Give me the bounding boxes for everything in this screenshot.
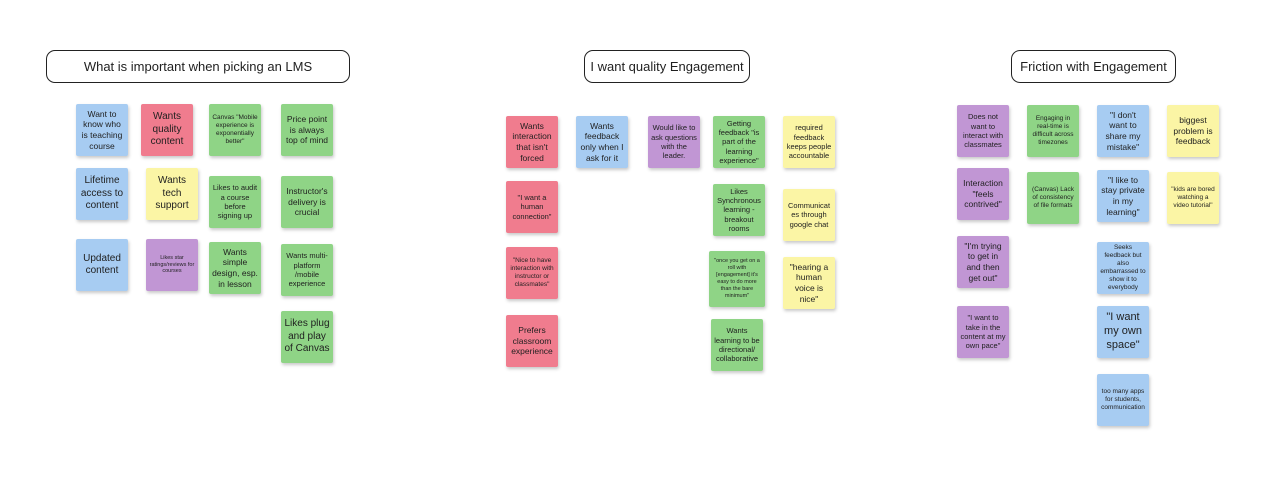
sticky-note[interactable]: Wants interaction that isn't forced [506,116,558,168]
cluster-header-engagement[interactable]: I want quality Engagement [584,50,750,83]
sticky-note[interactable]: Wants learning to be directional/ collab… [711,319,763,371]
sticky-note[interactable]: "I like to stay private in my learning" [1097,170,1149,222]
sticky-note[interactable]: "I want to take in the content at my own… [957,306,1009,358]
sticky-note[interactable]: Wants feedback only when I ask for it [576,116,628,168]
cluster-header-label: Friction with Engagement [1020,59,1167,74]
sticky-note[interactable]: biggest problem is feedback [1167,105,1219,157]
sticky-note[interactable]: Wants tech support [146,168,198,220]
sticky-note[interactable]: "kids are bored watching a video tutoria… [1167,172,1219,224]
sticky-note[interactable]: too many apps for students, communicatio… [1097,374,1149,426]
sticky-note[interactable]: "once you get on a roll with [engagement… [709,251,765,307]
sticky-note[interactable]: Would like to ask questions with the lea… [648,116,700,168]
sticky-note[interactable]: "I don't want to share my mistake" [1097,105,1149,157]
cluster-header-label: What is important when picking an LMS [83,59,313,74]
sticky-note[interactable]: Wants simple design, esp. in lesson [209,242,261,294]
sticky-note[interactable]: "Nice to have interaction with instructo… [506,247,558,299]
sticky-note[interactable]: Price point is always top of mind [281,104,333,156]
cluster-header-friction[interactable]: Friction with Engagement [1011,50,1176,83]
sticky-note[interactable]: Want to know who is teaching course [76,104,128,156]
sticky-note[interactable]: Canvas "Mobile experience is exponential… [209,104,261,156]
sticky-note[interactable]: "I'm trying to get in and then get out" [957,236,1009,288]
sticky-note[interactable]: Does not want to interact with classmate… [957,105,1009,157]
sticky-note[interactable]: Prefers classroom experience [506,315,558,367]
sticky-note[interactable]: "hearing a human voice is nice" [783,257,835,309]
sticky-note[interactable]: required feedback keeps people accountab… [783,116,835,168]
sticky-note[interactable]: Communicates through google chat [783,189,835,241]
sticky-note[interactable]: Likes star ratings/reviews for courses [146,239,198,291]
sticky-note[interactable]: (Canvas) Lack of consistency of file for… [1027,172,1079,224]
cluster-header-label: I want quality Engagement [590,59,744,74]
sticky-note[interactable]: "I want a human connection" [506,181,558,233]
sticky-note[interactable]: Likes to audit a course before signing u… [209,176,261,228]
sticky-note[interactable]: Instructor's delivery is crucial [281,176,333,228]
sticky-note[interactable]: Wants multi-platform /mobile experience [281,244,333,296]
sticky-note[interactable]: Getting feedback "is part of the learnin… [713,116,765,168]
sticky-note[interactable]: Engaging in real-time is difficult acros… [1027,105,1079,157]
sticky-note[interactable]: Likes plug and play of Canvas [281,311,333,363]
sticky-note[interactable]: Seeks feedback but also embarrassed to s… [1097,242,1149,294]
sticky-note[interactable]: Wants quality content [141,104,193,156]
sticky-note[interactable]: Interaction "feels contrived" [957,168,1009,220]
sticky-note[interactable]: Updated content [76,239,128,291]
sticky-note[interactable]: Lifetime access to content [76,168,128,220]
sticky-note[interactable]: "I want my own space" [1097,306,1149,358]
sticky-note[interactable]: Likes Synchronous learning - breakout ro… [713,184,765,236]
cluster-header-lms[interactable]: What is important when picking an LMS [46,50,350,83]
